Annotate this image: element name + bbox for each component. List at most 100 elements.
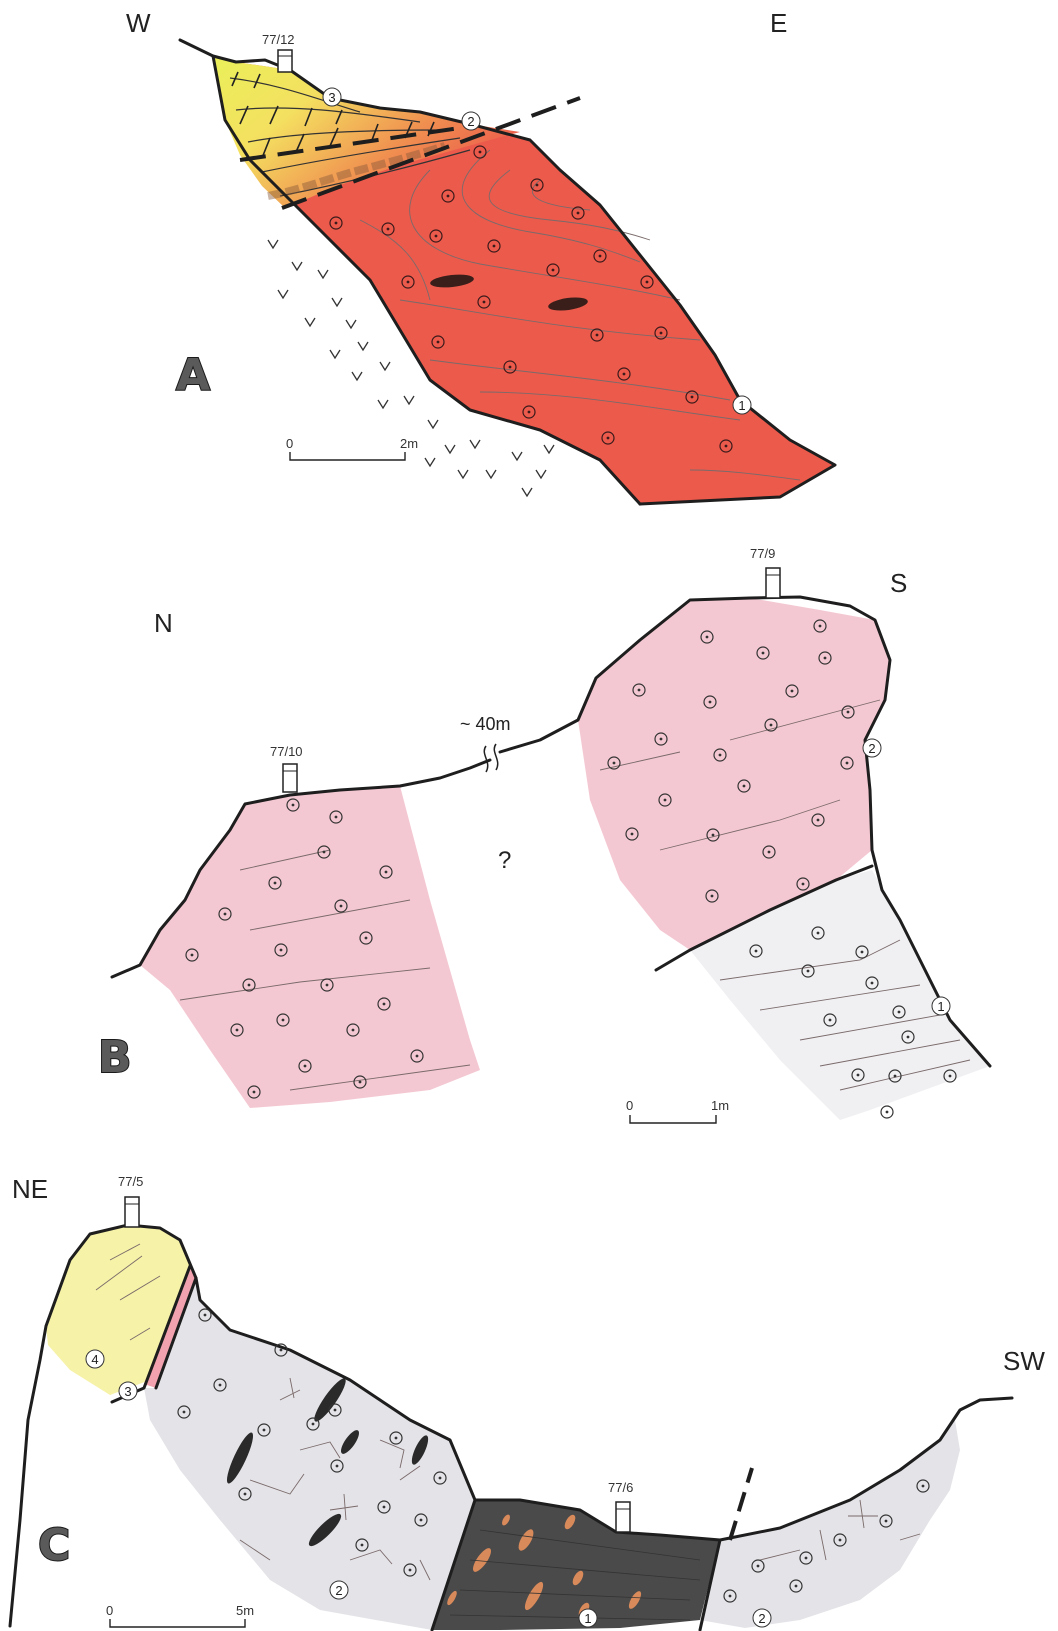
lithology-symbol-dot <box>183 1411 186 1414</box>
lithology-symbol-dot <box>817 932 820 935</box>
svg-text:2: 2 <box>467 114 474 129</box>
lithology-symbol-dot <box>725 445 728 448</box>
lithology-symbol-dot <box>755 950 758 953</box>
lithology-symbol-dot <box>407 281 410 284</box>
lithology-symbol-dot <box>439 1477 442 1480</box>
lithology-symbol-dot <box>638 689 641 692</box>
lithology-symbol-dot <box>365 937 368 940</box>
svg-text:2: 2 <box>758 1611 765 1626</box>
svg-text:1m: 1m <box>711 1098 729 1113</box>
svg-text:4: 4 <box>91 1352 98 1367</box>
lithology-symbol-dot <box>312 1423 315 1426</box>
lithology-symbol-dot <box>340 905 343 908</box>
orientation-n-label: N <box>154 608 173 638</box>
unit-number-b-1: 1 <box>932 997 950 1015</box>
sample-marker-77-5: 77/5 <box>118 1174 143 1227</box>
lithology-symbol-dot <box>631 833 634 836</box>
lithology-symbol-dot <box>907 1036 910 1039</box>
lithology-symbol-dot <box>762 652 765 655</box>
sample-label: 77/6 <box>608 1480 633 1495</box>
lithology-symbol-dot <box>817 819 820 822</box>
lithology-symbol-dot <box>829 1019 832 1022</box>
sample-label: 77/5 <box>118 1174 143 1189</box>
lithology-symbol-dot <box>219 1384 222 1387</box>
panel-b: N S ~ 40m <box>98 546 990 1123</box>
lithology-symbol-dot <box>304 1065 307 1068</box>
lithology-symbol-dot <box>253 1091 256 1094</box>
sample-label: 77/12 <box>262 32 295 47</box>
panel-letter-c: C <box>38 1520 70 1571</box>
lithology-symbol-dot <box>885 1520 888 1523</box>
lithology-symbol-dot <box>204 1314 207 1317</box>
unit-number-a-3: 3 <box>323 88 341 106</box>
lithology-symbol-dot <box>274 882 277 885</box>
sample-marker-77-6: 77/6 <box>608 1480 633 1532</box>
lithology-symbol-dot <box>719 754 722 757</box>
svg-text:2: 2 <box>335 1583 342 1598</box>
sample-marker-77-9: 77/9 <box>750 546 780 598</box>
lithology-symbol-dot <box>743 785 746 788</box>
lithology-symbol-dot <box>596 334 599 337</box>
lithology-symbol-dot <box>847 711 850 714</box>
lithology-symbol-dot <box>839 1539 842 1542</box>
lithology-symbol-dot <box>387 228 390 231</box>
lithology-symbol-dot <box>334 1409 337 1412</box>
lithology-symbol-dot <box>577 212 580 215</box>
lithology-symbol-dot <box>479 151 482 154</box>
lithology-symbol-dot <box>691 396 694 399</box>
lithology-symbol-dot <box>280 949 283 952</box>
lithology-symbol-dot <box>336 1465 339 1468</box>
lithology-symbol-dot <box>528 411 531 414</box>
svg-text:1: 1 <box>738 398 745 413</box>
lithology-symbol-dot <box>323 851 326 854</box>
unit-number-c-4: 4 <box>86 1350 104 1368</box>
lithology-symbol-dot <box>607 437 610 440</box>
orientation-w-label: W <box>126 8 151 38</box>
unit-number-a-2: 2 <box>462 112 480 130</box>
unit-number-c-3: 3 <box>119 1382 137 1400</box>
sample-label: 77/10 <box>270 744 303 759</box>
lithology-symbol-dot <box>536 184 539 187</box>
lithology-symbol-dot <box>224 913 227 916</box>
unit-number-a-1: 1 <box>733 396 751 414</box>
lithology-symbol-dot <box>599 255 602 258</box>
lithology-symbol-dot <box>871 982 874 985</box>
lithology-symbol-dot <box>383 1506 386 1509</box>
lithology-symbol-dot <box>857 1074 860 1077</box>
lithology-symbol-dot <box>711 895 714 898</box>
panel-c: NE SW <box>10 1174 1045 1631</box>
lithology-symbol-dot <box>795 1585 798 1588</box>
lithology-symbol-dot <box>395 1437 398 1440</box>
lithology-symbol-dot <box>886 1111 889 1114</box>
lithology-symbol-dot <box>894 1075 897 1078</box>
svg-text:2: 2 <box>868 741 875 756</box>
unit-number-c-2-right: 2 <box>753 1609 771 1627</box>
lithology-symbol-dot <box>437 341 440 344</box>
lithology-symbol-dot <box>623 373 626 376</box>
lithology-symbol-dot <box>447 195 450 198</box>
lithology-symbol-dot <box>385 871 388 874</box>
lithology-symbol-dot <box>416 1055 419 1058</box>
lithology-symbol-dot <box>352 1029 355 1032</box>
lithology-symbol-dot <box>326 984 329 987</box>
svg-text:0: 0 <box>106 1603 113 1618</box>
section-break-symbol <box>484 744 497 772</box>
scale-bar-c: 0 5m <box>106 1603 254 1631</box>
gap-distance-label: ~ 40m <box>460 714 511 734</box>
lithology-symbol-dot <box>646 281 649 284</box>
svg-text:1: 1 <box>584 1611 591 1626</box>
unit-number-c-1: 1 <box>579 1609 597 1627</box>
orientation-s-label: S <box>890 568 907 598</box>
lithology-symbol-dot <box>359 1081 362 1084</box>
lithology-symbol-dot <box>409 1569 412 1572</box>
lithology-symbol-dot <box>335 222 338 225</box>
lithology-symbol-dot <box>709 701 712 704</box>
lithology-symbol-dot <box>706 636 709 639</box>
scale-bar-a: 0 2m <box>286 436 418 460</box>
unit-number-b-2: 2 <box>863 739 881 757</box>
lithology-symbol-dot <box>383 1003 386 1006</box>
lithology-symbol-dot <box>791 690 794 693</box>
lithology-symbol-dot <box>263 1429 266 1432</box>
lithology-symbol-dot <box>660 738 663 741</box>
lithology-symbol-dot <box>712 834 715 837</box>
